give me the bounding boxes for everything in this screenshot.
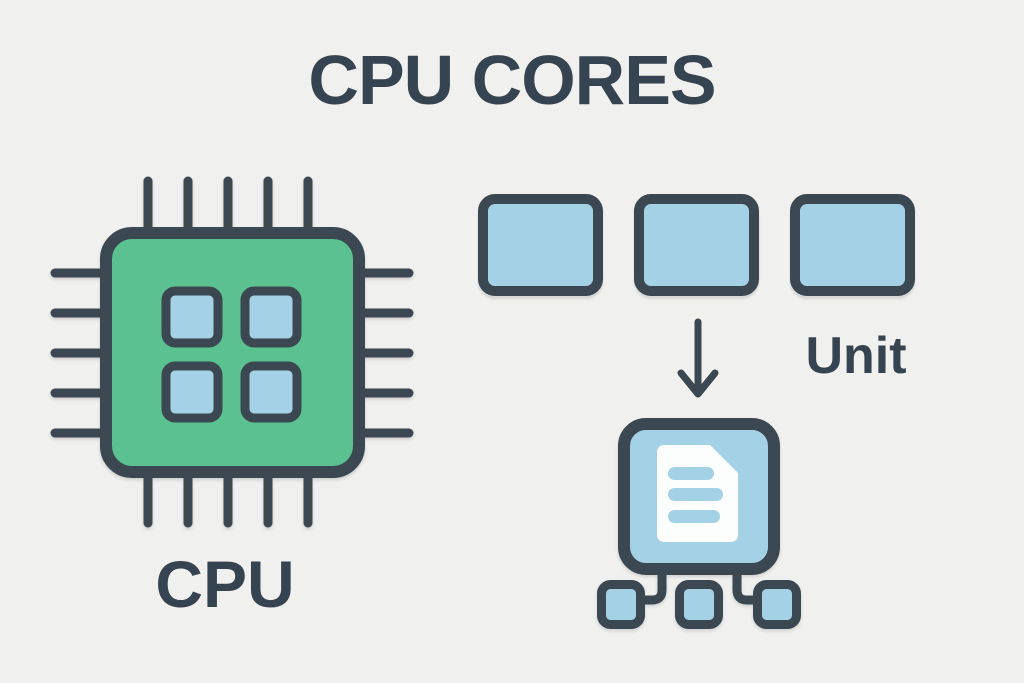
document-text-line	[668, 467, 714, 480]
document-text-lines	[668, 467, 723, 523]
cpu-core	[161, 286, 223, 348]
cpu-core	[240, 361, 302, 423]
cpu-chip-icon	[50, 176, 414, 528]
cpu-core	[161, 361, 223, 423]
diagram-title: CPU CORES	[308, 41, 716, 119]
cpu-label: CPU	[155, 547, 295, 621]
unit-box	[634, 194, 759, 296]
sub-nodes	[597, 580, 801, 629]
document-text-line	[668, 488, 723, 501]
connector-right	[732, 558, 754, 605]
down-arrow-icon	[677, 318, 719, 398]
sub-node	[597, 580, 645, 629]
unit-box	[478, 194, 603, 296]
sub-node-connectors	[645, 558, 754, 605]
cpu-core	[240, 286, 302, 348]
unit-label: Unit	[805, 327, 907, 385]
document-node-cluster	[597, 418, 801, 629]
cpu-cores	[161, 286, 302, 423]
document-text-line	[668, 510, 720, 523]
unit-box	[790, 194, 915, 296]
connector-left	[645, 558, 667, 605]
cpu-body	[100, 227, 365, 478]
sub-node	[675, 580, 723, 629]
sub-node	[753, 580, 801, 629]
units-row	[478, 194, 915, 296]
